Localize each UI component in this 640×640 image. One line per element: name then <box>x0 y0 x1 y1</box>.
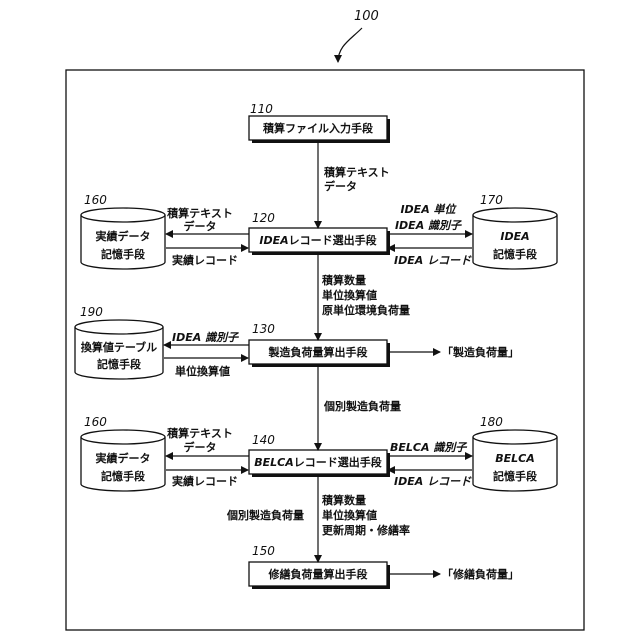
edge-140-150-right-line1: 積算数量 <box>321 493 366 507</box>
node-120: 120 IDEAレコード選出手段 <box>249 211 390 255</box>
edge-140-150-left: 個別製造負荷量 <box>226 508 304 522</box>
edge-120-130-line2: 単位換算値 <box>322 288 377 302</box>
storage-190: 190 換算値テーブル 記憶手段 <box>75 305 163 379</box>
figure-number: 100 <box>354 9 379 24</box>
edge-190-130-label: 単位換算値 <box>175 364 230 378</box>
storage-180-line2: 記憶手段 <box>493 469 537 483</box>
edge-160-140-label: 実績レコード <box>172 474 238 488</box>
node-120-number: 120 <box>252 211 275 225</box>
node-130-number: 130 <box>252 322 275 336</box>
node-150: 150 修繕負荷量算出手段 <box>249 544 390 589</box>
storage-170-number: 170 <box>480 193 503 207</box>
edge-110-120-line2: データ <box>324 179 357 193</box>
storage-160-top-line2: 記憶手段 <box>101 247 145 261</box>
storage-180-line1: BELCA <box>495 452 535 465</box>
edge-140-160-line2: データ <box>184 440 217 454</box>
storage-180-number: 180 <box>480 415 503 429</box>
edge-130-190-label: IDEA 識別子 <box>172 331 239 344</box>
edge-110-120-line1: 積算テキスト <box>323 165 390 179</box>
edge-120-130-line3: 原単位環境負荷量 <box>322 303 410 317</box>
storage-180: 180 BELCA 記憶手段 <box>473 415 557 491</box>
edge-120-170-line1: IDEA 単位 <box>400 203 457 216</box>
edge-140-150-right-line3: 更新周期・修繕率 <box>322 523 410 537</box>
edge-170-120-label: IDEA レコード <box>394 254 472 267</box>
edge-120-160-line1: 積算テキスト <box>166 206 233 220</box>
storage-190-line2: 記憶手段 <box>97 357 141 371</box>
output-150-label: 「修繕負荷量」 <box>442 567 519 581</box>
node-140-label: BELCAレコード選出手段 <box>254 455 382 469</box>
node-130: 130 製造負荷量算出手段 <box>249 322 390 367</box>
storage-190-line1: 換算値テーブル <box>81 340 157 354</box>
storage-160-top-number: 160 <box>84 193 107 207</box>
node-140-number: 140 <box>252 433 275 447</box>
node-110-label: 積算ファイル入力手段 <box>262 121 373 135</box>
storage-160-bottom-number: 160 <box>84 415 107 429</box>
node-110: 110 積算ファイル入力手段 <box>249 102 390 143</box>
storage-170-line1: IDEA <box>500 230 529 243</box>
storage-160-top-line1: 実績データ <box>96 229 151 243</box>
storage-170: 170 IDEA 記憶手段 <box>473 193 557 269</box>
node-150-number: 150 <box>252 544 275 558</box>
storage-160-bottom-line2: 記憶手段 <box>101 469 145 483</box>
output-130-label: 「製造負荷量」 <box>442 345 519 359</box>
node-120-label: IDEAレコード選出手段 <box>259 233 376 247</box>
storage-160-bottom: 160 実績データ 記憶手段 <box>81 415 165 491</box>
node-110-number: 110 <box>250 102 273 116</box>
figure-pointer <box>338 28 362 62</box>
edge-160-120-label: 実績レコード <box>172 253 238 267</box>
edge-140-160-line1: 積算テキスト <box>166 426 233 440</box>
edge-120-170-line2: IDEA 識別子 <box>395 219 462 232</box>
node-140: 140 BELCAレコード選出手段 <box>249 433 390 477</box>
storage-190-number: 190 <box>80 305 103 319</box>
node-150-label: 修繕負荷量算出手段 <box>268 567 368 581</box>
edge-120-160-line2: データ <box>184 219 217 233</box>
edge-140-150-right-line2: 単位換算値 <box>322 508 377 522</box>
edge-130-140-label: 個別製造負荷量 <box>323 399 401 413</box>
edge-180-140-label: IDEA レコード <box>394 475 472 488</box>
node-130-label: 製造負荷量算出手段 <box>268 345 368 359</box>
storage-160-bottom-line1: 実績データ <box>96 451 151 465</box>
edge-140-180-label: BELCA 識別子 <box>390 441 467 454</box>
storage-160-top: 160 実績データ 記憶手段 <box>81 193 165 269</box>
edge-120-130-line1: 積算数量 <box>321 273 366 287</box>
storage-170-line2: 記憶手段 <box>493 247 537 261</box>
